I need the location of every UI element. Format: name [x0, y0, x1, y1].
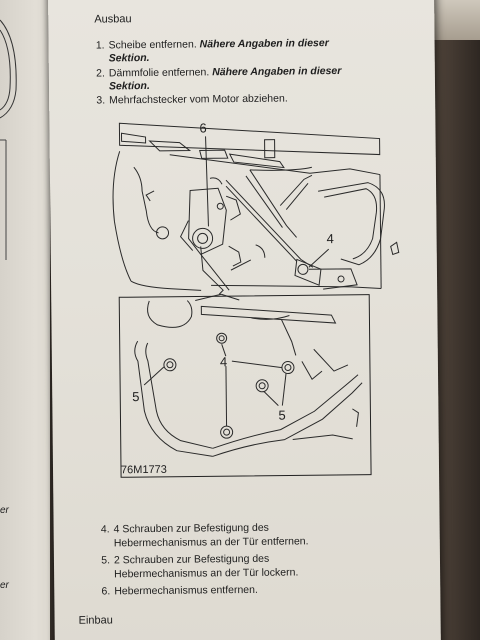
overview-callouts	[195, 136, 330, 301]
section-heading-removal: Ausbau	[94, 13, 132, 26]
step-plain-text: Dämmfolie entfernen.	[108, 66, 213, 80]
detail-view-frame	[118, 294, 372, 478]
door-mechanism-figure: 6 4	[112, 120, 400, 478]
previous-page-text-fragment: er	[0, 580, 9, 591]
callout-5-left: 5	[132, 389, 139, 404]
step-reference: Nähere Angaben in dieser	[199, 37, 329, 51]
callout-4-overview: 4	[327, 231, 334, 246]
detail-callouts	[143, 344, 287, 427]
step-number: 2.	[96, 67, 105, 80]
callout-4-detail: 4	[220, 354, 227, 369]
step-text: Hebermechanismus entfernen.	[114, 583, 258, 598]
step-number: 5.	[101, 554, 111, 567]
step-number: 6.	[101, 585, 111, 598]
manual-page: Ausbau 1. Scheibe entfernen. Nähere Anga…	[48, 0, 442, 640]
previous-page-drawing	[0, 19, 17, 260]
step-number: 3.	[96, 94, 106, 107]
step-reference: Nähere Angaben in dieser	[212, 64, 342, 79]
step-plain-text: Scheibe entfernen.	[108, 38, 200, 52]
detail-view-drawing	[134, 300, 363, 457]
figure-code: 76M1773	[121, 464, 167, 476]
section-heading-installation: Einbau	[78, 614, 113, 627]
step-5: 5. 2 Schrauben zur Befestigung des Heber…	[96, 551, 426, 581]
step-reference-cont: Sektion.	[108, 51, 150, 65]
step-6: 6. Hebermechanismus entfernen.	[96, 582, 426, 598]
callout-5-right: 5	[278, 408, 285, 423]
door-overview-drawing	[112, 122, 400, 291]
step-text: Mehrfachstecker vom Motor abziehen.	[109, 92, 288, 107]
previous-page-text-fragment: er	[0, 505, 9, 516]
step-number: 4.	[100, 523, 110, 536]
step-text-cont: Hebermechanismus an der Tür lockern.	[114, 566, 299, 581]
callout-6: 6	[199, 120, 206, 135]
step-text-cont: Hebermechanismus an der Tür entfernen.	[113, 535, 309, 550]
previous-page-edge: er er	[0, 0, 50, 640]
step-number: 1.	[95, 39, 105, 52]
step-1: 1. Scheibe entfernen. Nähere Angaben in …	[91, 36, 411, 64]
